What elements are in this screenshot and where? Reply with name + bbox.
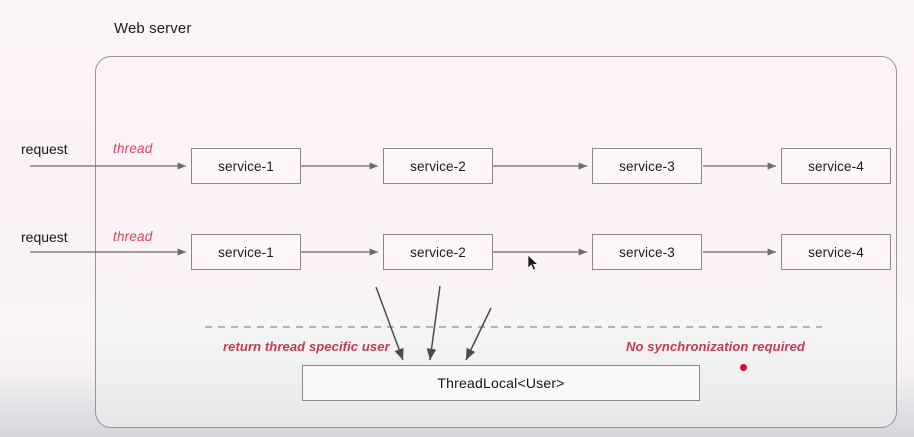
service-box-row1-service-1[interactable]: service-1 <box>191 148 301 184</box>
service-box-row1-service-2[interactable]: service-2 <box>383 148 493 184</box>
red-dot-marker <box>740 364 747 371</box>
request-label-row2: request <box>21 229 68 245</box>
annotation-no-synchronization-required: No synchronization required <box>626 339 805 354</box>
service-label: service-3 <box>619 244 675 260</box>
service-box-row1-service-3[interactable]: service-3 <box>592 148 702 184</box>
threadlocal-box[interactable]: ThreadLocal<User> <box>302 365 700 401</box>
service-box-row2-service-4[interactable]: service-4 <box>781 234 891 270</box>
service-label: service-3 <box>619 158 675 174</box>
web-server-label: Web server <box>114 20 192 37</box>
service-label: service-1 <box>218 244 274 260</box>
service-box-row2-service-3[interactable]: service-3 <box>592 234 702 270</box>
threadlocal-label: ThreadLocal<User> <box>437 375 565 391</box>
annotation-return-thread-specific-user: return thread specific user <box>223 339 390 354</box>
service-label: service-4 <box>808 158 864 174</box>
thread-label-row2: thread <box>113 229 153 244</box>
service-label: service-1 <box>218 158 274 174</box>
service-label: service-4 <box>808 244 864 260</box>
thread-label-row1: thread <box>113 141 153 156</box>
service-box-row2-service-1[interactable]: service-1 <box>191 234 301 270</box>
service-label: service-2 <box>410 158 466 174</box>
service-label: service-2 <box>410 244 466 260</box>
service-box-row1-service-4[interactable]: service-4 <box>781 148 891 184</box>
service-box-row2-service-2[interactable]: service-2 <box>383 234 493 270</box>
request-label-row1: request <box>21 141 68 157</box>
